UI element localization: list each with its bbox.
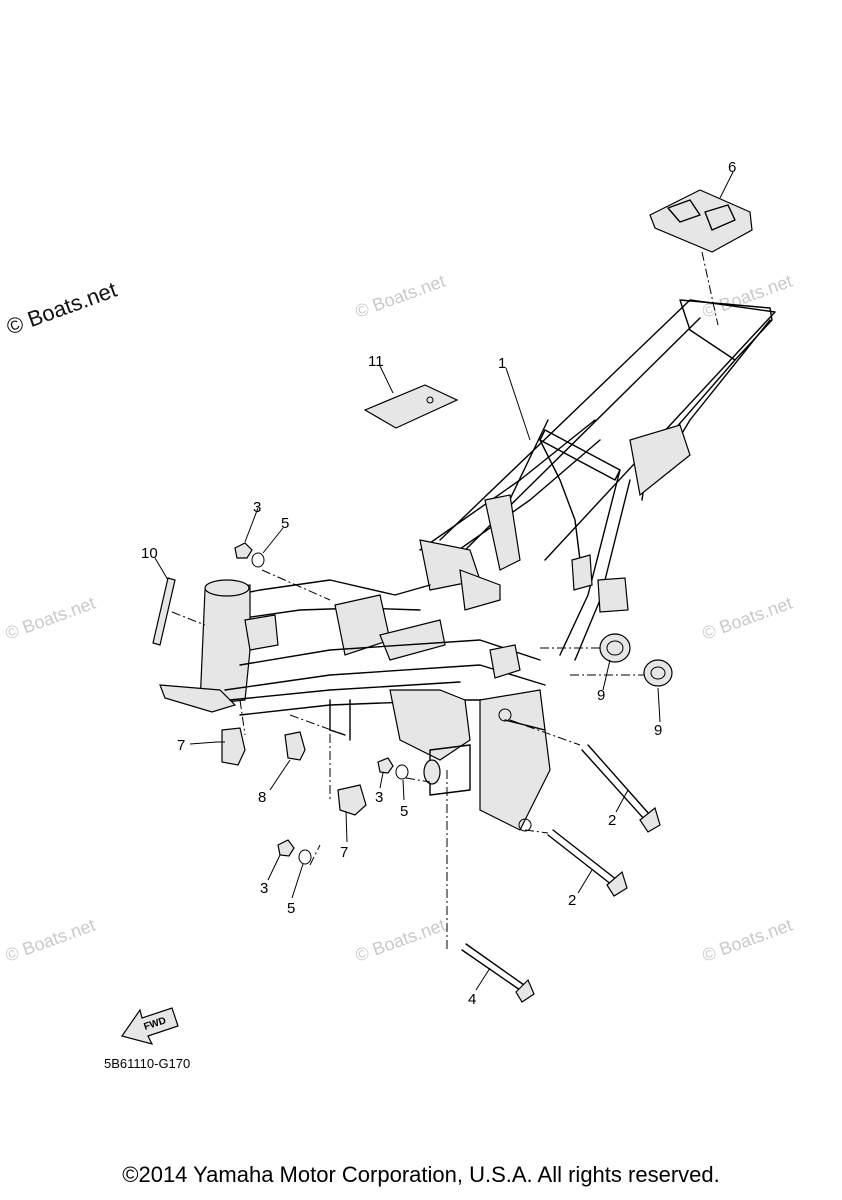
- watermark: © Boats.net: [700, 915, 795, 966]
- leader-lines: [154, 171, 734, 991]
- watermark: © Boats.net: [353, 271, 448, 322]
- callout-9: 9: [597, 687, 605, 704]
- watermark: © Boats.net: [3, 277, 120, 340]
- callout-3: 3: [253, 499, 261, 516]
- part-8-clamp: [284, 731, 306, 761]
- watermark: © Boats.net: [3, 593, 98, 644]
- callout-3: 3: [260, 880, 268, 897]
- part-2-bolts: [509, 719, 661, 897]
- callout-6: 6: [728, 159, 736, 176]
- part-1-main-frame: [159, 299, 776, 832]
- callout-2: 2: [568, 892, 576, 909]
- callouts: 1 2 2 3 3 3 4 5 5 5 6 7 7 8 9 9 10 11: [141, 159, 736, 1008]
- part-3-nuts: [234, 542, 394, 857]
- watermark: © Boats.net: [700, 271, 795, 322]
- copyright-notice: ©2014 Yamaha Motor Corporation, U.S.A. A…: [122, 1162, 720, 1187]
- part-4-bolt: [446, 770, 535, 1003]
- fwd-arrow-icon: FWD: [121, 1007, 179, 1045]
- part-10-label: [152, 577, 206, 646]
- callout-1: 1: [498, 355, 506, 372]
- callout-5: 5: [400, 803, 408, 820]
- part-6-bracket: [649, 189, 753, 326]
- part-5-washers: [251, 552, 409, 865]
- part-11-label: [363, 384, 459, 429]
- callout-7: 7: [177, 737, 185, 754]
- callout-8: 8: [258, 789, 266, 806]
- callout-3: 3: [375, 789, 383, 806]
- watermarks: © Boats.net © Boats.net © Boats.net © Bo…: [3, 271, 795, 966]
- callout-2: 2: [608, 812, 616, 829]
- callout-9: 9: [654, 722, 662, 739]
- callout-4: 4: [468, 991, 476, 1008]
- diagram-code: 5B61110-G170: [104, 1056, 191, 1071]
- watermark: © Boats.net: [353, 915, 448, 966]
- part-7-clamp: [215, 727, 367, 816]
- watermark: © Boats.net: [700, 593, 795, 644]
- callout-10: 10: [141, 545, 158, 562]
- callout-11: 11: [368, 353, 384, 370]
- callout-5: 5: [287, 900, 295, 917]
- part-9-bushings: [540, 633, 673, 687]
- watermark: © Boats.net: [3, 915, 98, 966]
- callout-7: 7: [340, 844, 348, 861]
- callout-5: 5: [281, 515, 289, 532]
